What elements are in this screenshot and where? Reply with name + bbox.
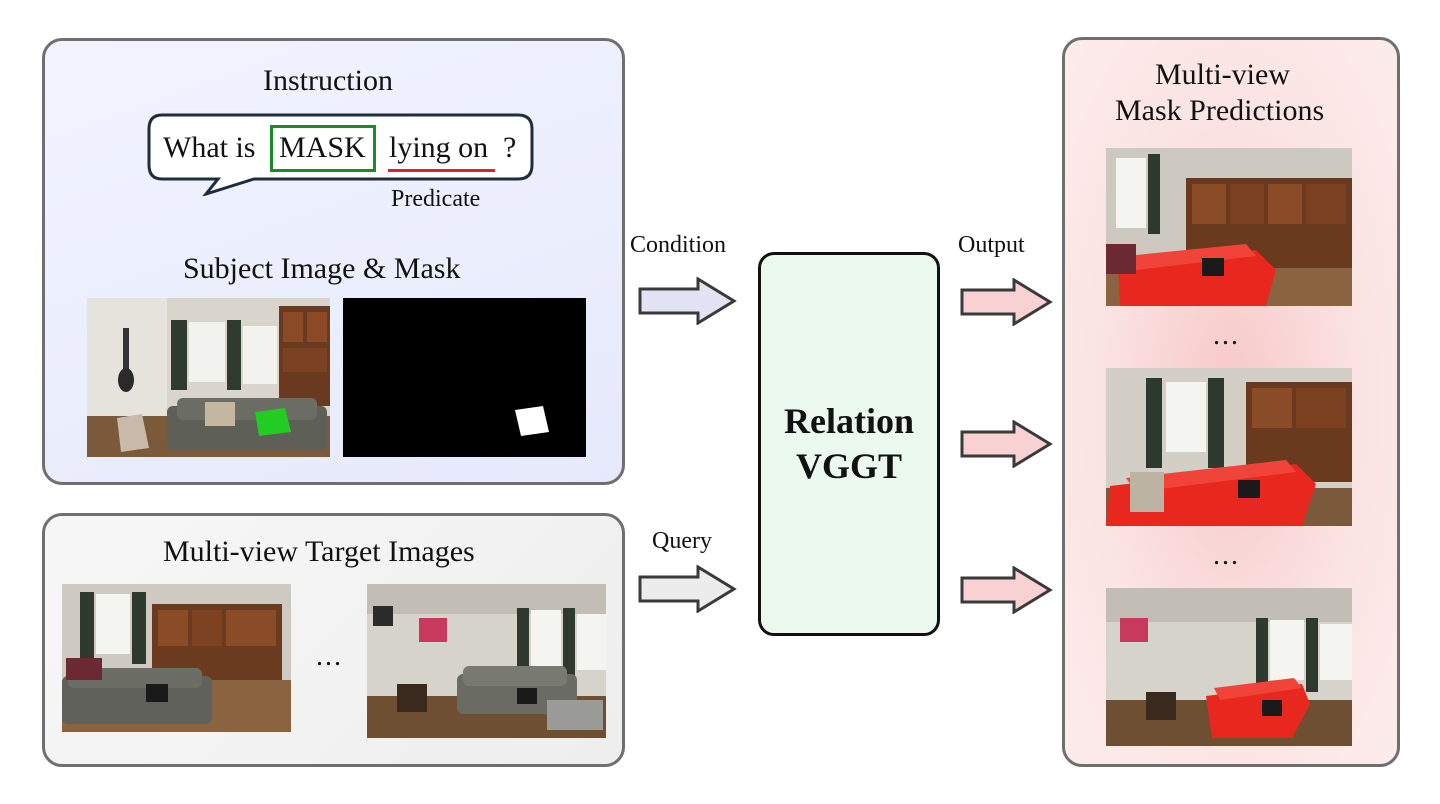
mask-word-box bbox=[270, 125, 376, 172]
output-title-line1: Multi-view bbox=[1155, 58, 1290, 91]
predicate-underline bbox=[388, 169, 495, 172]
output-arrow-1 bbox=[960, 278, 1053, 326]
subject-title: Subject Image & Mask bbox=[183, 252, 461, 285]
model-name-line2: VGGT bbox=[795, 446, 902, 486]
condition-label: Condition bbox=[630, 232, 727, 258]
question-prefix: What is bbox=[163, 131, 256, 164]
target-ellipsis: ... bbox=[316, 641, 343, 672]
instruction-title: Instruction bbox=[263, 64, 393, 97]
condition-arrow bbox=[638, 277, 737, 325]
model-name-line1: Relation bbox=[784, 401, 914, 441]
query-label: Query bbox=[652, 528, 712, 554]
prediction-image-2 bbox=[1106, 368, 1352, 526]
prediction-ellipsis-1: ... bbox=[1213, 320, 1240, 351]
subject-image bbox=[87, 298, 330, 457]
mask-word: MASK bbox=[279, 131, 366, 164]
target-image-2 bbox=[367, 584, 606, 738]
output-arrow-3 bbox=[960, 566, 1053, 614]
target-image-1 bbox=[62, 584, 291, 732]
prediction-image-1 bbox=[1106, 148, 1352, 306]
speech-bubble bbox=[147, 113, 534, 196]
query-arrow bbox=[638, 565, 737, 613]
prediction-ellipsis-2: ... bbox=[1213, 540, 1240, 571]
output-label: Output bbox=[958, 232, 1025, 258]
question-mark: ? bbox=[503, 131, 517, 164]
prediction-image-3 bbox=[1106, 588, 1352, 746]
subject-mask-image bbox=[343, 298, 586, 457]
target-title: Multi-view Target Images bbox=[163, 535, 475, 568]
predicate-phrase: lying on bbox=[389, 131, 489, 164]
relation-vggt-model: Relation VGGT bbox=[758, 252, 940, 636]
output-arrow-2 bbox=[960, 420, 1053, 468]
predicate-label: Predicate bbox=[391, 186, 481, 212]
output-title-line2: Mask Predictions bbox=[1115, 94, 1325, 127]
